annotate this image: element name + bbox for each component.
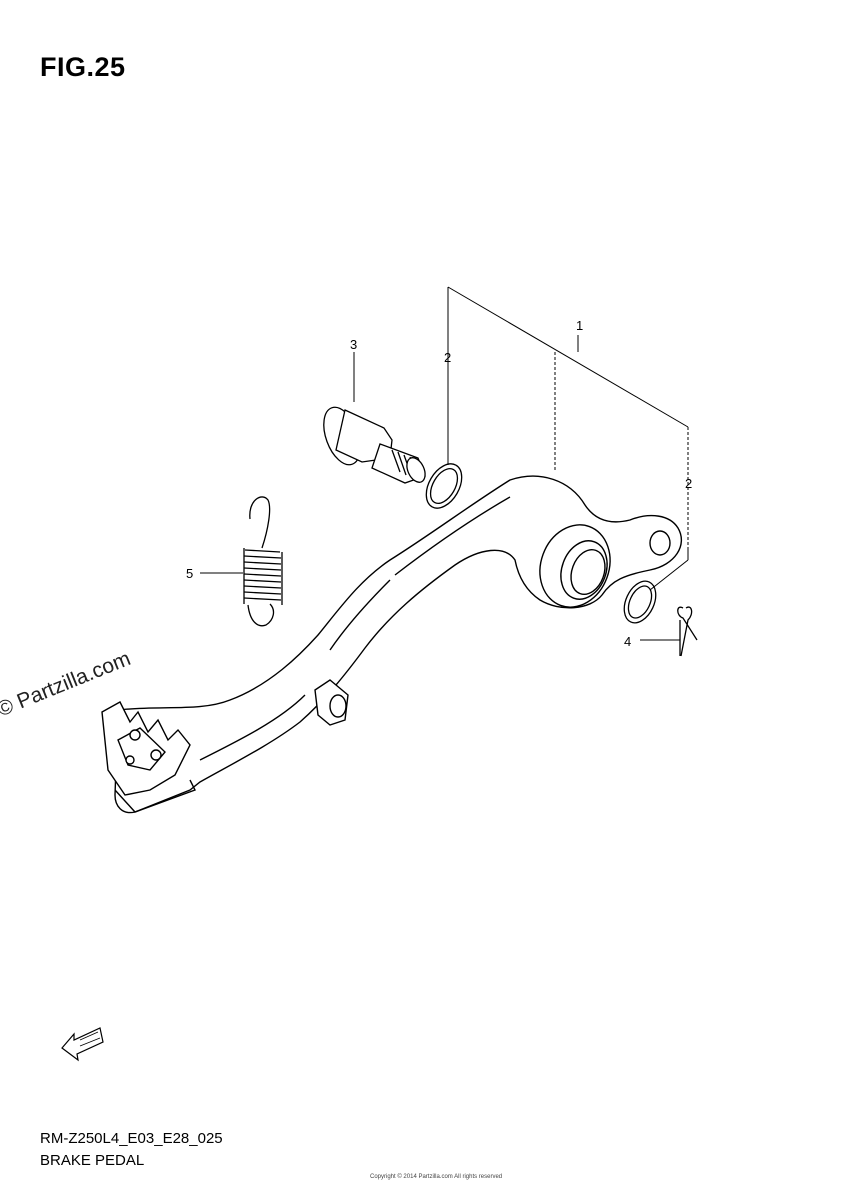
callout-3: 3 [350,337,357,352]
o-ring-left-part [425,463,463,509]
figure-title: FIG.25 [40,52,126,82]
callout-5: 5 [186,566,193,581]
callout-2-left: 2 [444,350,451,365]
cotter-pin-part [677,606,698,657]
o-ring-right-part [623,580,657,624]
copyright-note: Copyright © 2014 Partzilla.com All right… [370,1174,503,1180]
return-spring-part [243,496,283,627]
callout-2-right: 2 [685,476,692,491]
figure-caption: BRAKE PEDAL [40,1152,145,1169]
callout-1: 1 [576,318,583,333]
part-code: RM-Z250L4_E03_E28_025 [40,1130,223,1147]
callout-4: 4 [624,634,631,649]
callout-labels: 1 2 2 3 4 5 [186,318,692,649]
leader-lines [200,286,689,641]
fwd-arrow-icon [61,1027,104,1062]
pivot-bolt-part [323,406,426,484]
brake-pedal-part [101,475,683,814]
